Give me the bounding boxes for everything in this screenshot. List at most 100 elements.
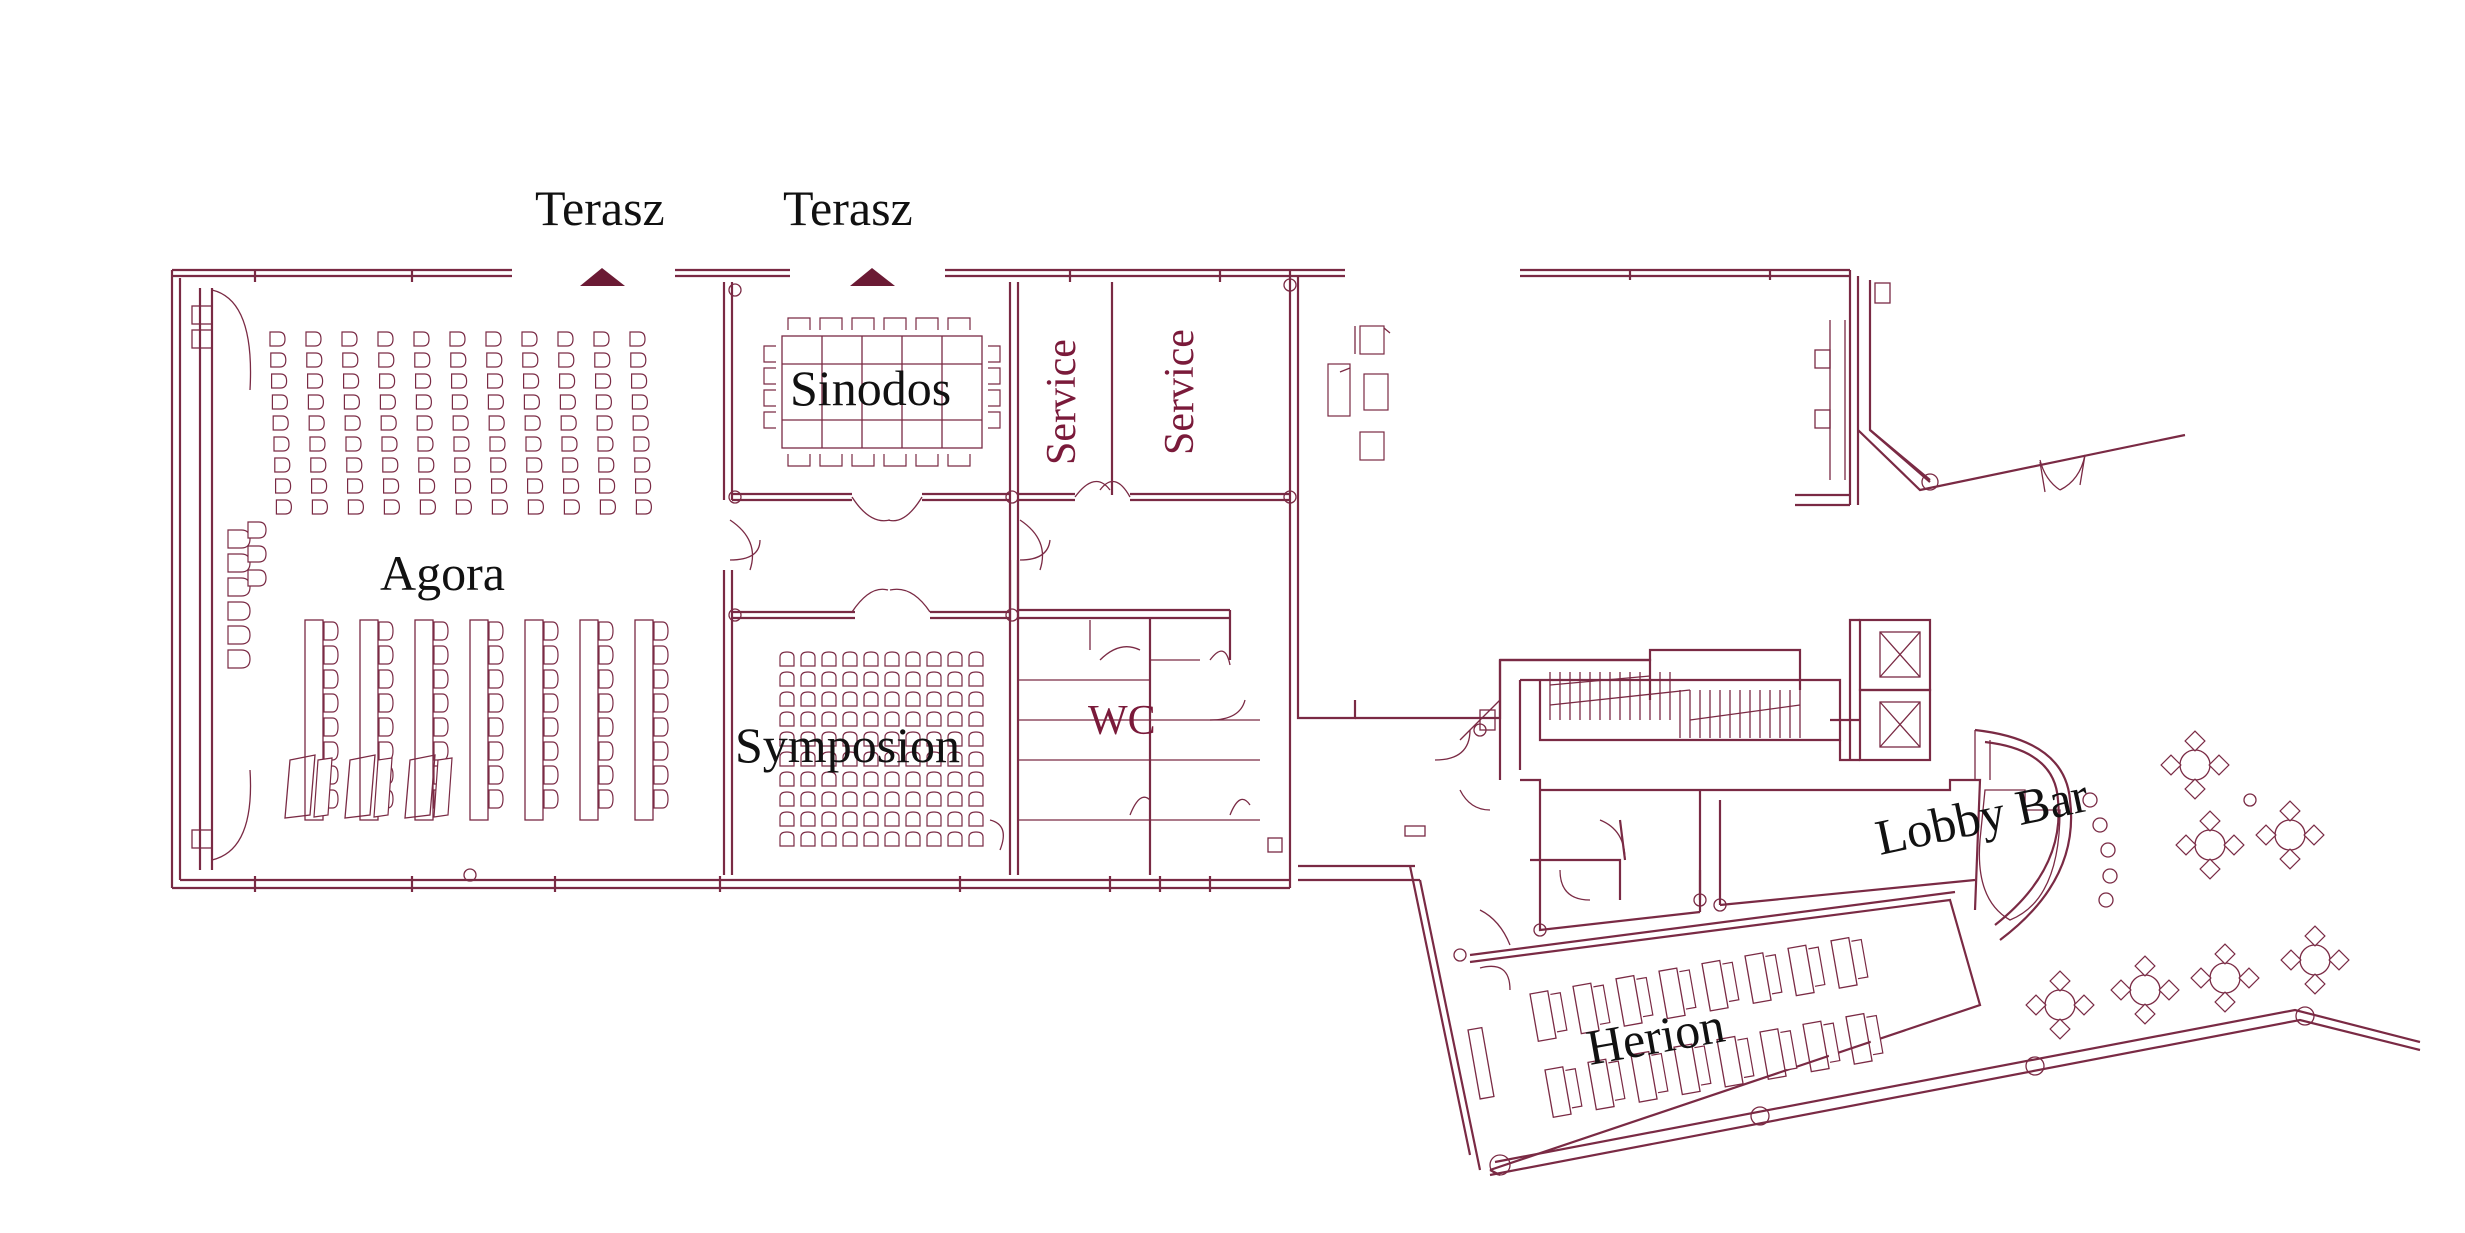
agora-seat [344,415,361,431]
herion-seat [1851,938,1869,980]
agora-seat [653,789,669,809]
agora-seat [488,765,504,785]
symposion-seat [863,711,879,727]
stair-rail [1549,675,1801,721]
symposion-seat [947,791,963,807]
agora-seat [634,457,651,473]
sinodos-table [781,335,983,449]
agora-seat [629,331,646,347]
agora-seat [598,741,614,761]
herion-desk [1544,1066,1572,1119]
chair [787,454,811,467]
symposion-seat [821,811,837,827]
desk [304,619,324,821]
symposion-seat [842,691,858,707]
agora-seat [594,352,611,368]
symposion-seat [947,811,963,827]
round-table-chair [2214,991,2236,1013]
round-table-chair [2303,824,2325,846]
agora-seat [558,352,575,368]
agora-seat [653,765,669,785]
herion-seat [1593,984,1611,1025]
agora-seat [453,436,470,452]
outdoor-post [2243,793,2257,807]
symposion-seat [821,671,837,687]
symposion-seat [905,831,921,847]
symposion-seat [779,791,795,807]
symposion-seat [863,811,879,827]
herion-seat [1636,976,1654,1018]
northeast-wing-walls [1520,268,2186,507]
symposion-seat [947,731,963,747]
symposion-seat [905,791,921,807]
round-table-chair [2184,778,2206,800]
bar-stool [2102,868,2118,884]
desk [524,619,544,821]
agora-seat [413,331,430,347]
agora-seat [378,645,394,665]
round-table [2179,749,2211,781]
symposion-seat [863,651,879,667]
herion-seat [1679,969,1697,1010]
agora-seat [543,789,559,809]
symposion-seat [842,831,858,847]
herion-seat [1651,1052,1669,1094]
symposion-seat [863,731,879,747]
symposion-seat [968,831,984,847]
desk [579,619,599,821]
symposion-seat [779,811,795,827]
symposion-seat [926,771,942,787]
round-table-group [2280,925,2350,995]
symposion-seat [863,791,879,807]
round-table-group [2255,800,2325,870]
round-table [2129,974,2161,1006]
agora-seat [596,415,613,431]
symposion-seat [905,731,921,747]
symposion-seat [800,831,816,847]
agora-seat [593,331,610,347]
chair [787,317,811,330]
symposion-seat [926,671,942,687]
agora-seat [323,645,339,665]
desk [284,754,316,819]
symposion-seat [779,711,795,727]
herion-seat [1823,1022,1841,1063]
symposion-seat [884,751,900,767]
symposion-seat [842,651,858,667]
agora-seat [653,717,669,737]
agora-seat [653,645,669,665]
agora-seat [525,436,542,452]
chair [819,454,843,467]
symposion-seat [821,831,837,847]
agora-seat [523,373,540,389]
round-table-chair [2304,925,2326,947]
symposion-seat [842,711,858,727]
symposion-seat [884,671,900,687]
bar-stools [2082,792,2118,908]
round-table-chair [2199,810,2221,832]
bar-stool [2082,792,2098,808]
round-table-chair [2110,979,2132,1001]
agora-seat [307,373,324,389]
agora-seat [488,789,504,809]
herion-side-desk [1467,1026,1495,1100]
agora-seat [345,436,362,452]
agora-seat [378,717,394,737]
agora-side-seat [227,601,251,621]
agora-seat [631,394,649,410]
agora-seat [323,621,339,641]
herion-desk [1802,1020,1830,1073]
round-table-chair [2304,973,2326,995]
agora-seat [415,373,432,389]
symposion-seat [863,831,879,847]
agora-seat [543,669,559,689]
agora-side-seat [227,577,251,597]
desk [414,619,434,821]
round-table-chair [2328,949,2350,971]
symposion-seating [779,651,984,847]
agora-seat [273,436,290,452]
agora-seat [523,394,541,410]
symposion-seat [863,771,879,787]
service-label-2: Service [1157,329,1203,455]
